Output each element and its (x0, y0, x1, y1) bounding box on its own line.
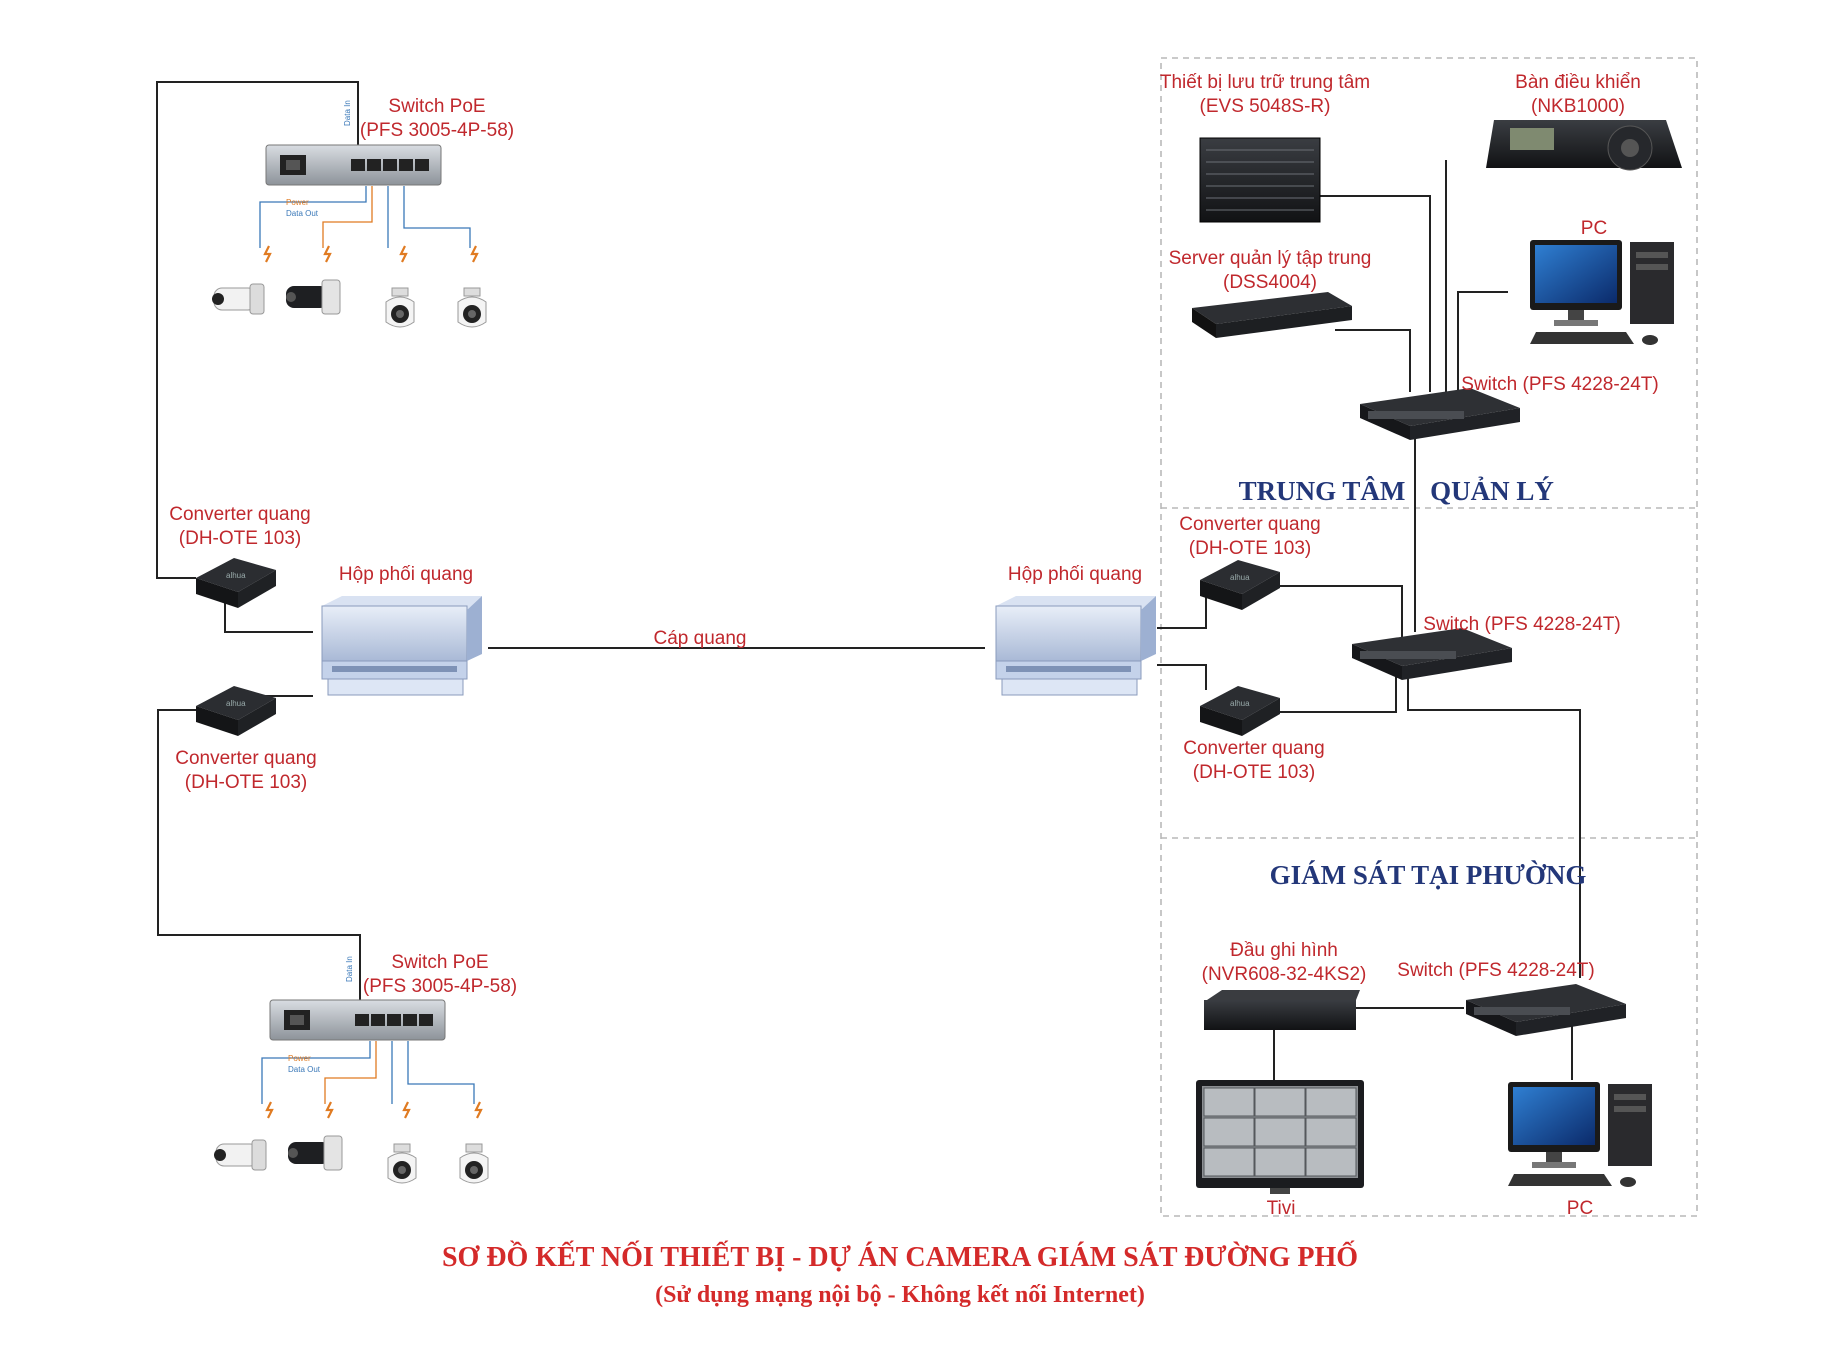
patch-panel-left (321, 595, 483, 696)
patch-panel-left-label: Hộp phối quang (339, 564, 473, 585)
server-model: (DSS4004) (1223, 272, 1317, 293)
lightning-icon (265, 1100, 274, 1120)
lightning-icon (323, 244, 332, 264)
poe-switch-top-model: (PFS 3005-4P-58) (360, 120, 514, 141)
zone-ward-label: GIÁM SÁT TẠI PHƯỜNG (1270, 860, 1587, 890)
data-out-label: Data Out (288, 1065, 321, 1074)
connection-wires (156, 81, 1581, 1082)
lightning-icon (263, 244, 272, 264)
center-switch (1360, 388, 1520, 440)
nvr-recorder (1204, 990, 1360, 1030)
middle-link: Converter quang (DH-OTE 103) Converter q… (1179, 514, 1621, 783)
control-keyboard (1486, 120, 1682, 171)
ptz-camera-icon (459, 1143, 489, 1184)
diagram-title: SƠ ĐỒ KẾT NỐI THIẾT BỊ - DỰ ÁN CAMERA GI… (442, 1241, 1358, 1273)
pc-icon (1508, 1082, 1652, 1187)
zone-center-label: TRUNG TÂM (1239, 476, 1406, 506)
bullet-camera-icon (287, 1135, 343, 1171)
ward-switch (1466, 984, 1626, 1036)
lightning-icon (399, 244, 408, 264)
keyboard-model: (NKB1000) (1531, 96, 1625, 117)
lightning-icon (402, 1100, 411, 1120)
diagram-subtitle: (Sử dụng mạng nội bộ - Không kết nối Int… (655, 1282, 1145, 1308)
converter-top-right-name: Converter quang (1179, 514, 1321, 535)
bullet-camera-icon (211, 283, 265, 315)
converter-top-left (196, 558, 276, 608)
top-poe-site: Data In Power Data Out Switch PoE (PFS 3… (211, 96, 514, 328)
patch-panel-right-label: Hộp phối quang (1008, 564, 1142, 585)
ptz-camera-icon (387, 1143, 417, 1184)
center-switch-label: Switch (PFS 4228-24T) (1461, 374, 1658, 395)
converter-bottom-right-model: (DH-OTE 103) (1193, 762, 1315, 783)
storage-model: (EVS 5048S-R) (1200, 96, 1331, 117)
poe-switch-bottom-model: (PFS 3005-4P-58) (363, 976, 517, 997)
data-in-label: Data In (343, 100, 352, 126)
tv-label: Tivi (1267, 1198, 1296, 1219)
poe-switch-top (265, 144, 442, 186)
middle-switch (1352, 628, 1512, 680)
data-out-label: Data Out (286, 209, 319, 218)
data-in-label: Data In (345, 956, 354, 982)
nvr-model: (NVR608-32-4KS2) (1202, 964, 1367, 985)
lightning-icon (325, 1100, 334, 1120)
bullet-camera-icon (285, 279, 341, 315)
power-label: Power (286, 198, 309, 207)
lightning-icon (474, 1100, 483, 1120)
bullet-camera-icon (213, 1139, 267, 1171)
converter-top-left-model: (DH-OTE 103) (179, 528, 301, 549)
poe-switch-top-name: Switch PoE (388, 96, 485, 117)
center-pc-label: PC (1581, 218, 1607, 239)
converter-top-left-name: Converter quang (169, 504, 311, 525)
converter-bottom-left (196, 686, 276, 736)
patch-panel-right (995, 595, 1157, 696)
ptz-camera-icon (457, 287, 487, 328)
storage-name: Thiết bị lưu trữ trung tâm (1160, 72, 1370, 93)
pc-icon (1530, 240, 1674, 345)
nvr-name: Đầu ghi hình (1230, 940, 1338, 961)
ward-switch-label: Switch (PFS 4228-24T) (1397, 960, 1594, 981)
converter-bottom-left-name: Converter quang (175, 748, 317, 769)
converter-bottom-right (1200, 686, 1280, 736)
power-label: Power (288, 1054, 311, 1063)
converter-top-right-model: (DH-OTE 103) (1189, 538, 1311, 559)
keyboard-name: Bàn điều khiển (1515, 72, 1641, 93)
bottom-poe-site: Data In Power Data Out Switch PoE (PFS 3… (213, 952, 517, 1184)
zone-frames (1160, 57, 1698, 1217)
storage-device (1199, 137, 1321, 223)
ward-monitoring: GIÁM SÁT TẠI PHƯỜNG Đầu ghi hình (NVR608… (1196, 860, 1652, 1219)
middle-switch-label: Switch (PFS 4228-24T) (1423, 614, 1620, 635)
converter-top-right (1200, 560, 1280, 610)
converter-bottom-left-model: (DH-OTE 103) (185, 772, 307, 793)
zone-management-label: QUẢN LÝ (1430, 476, 1554, 506)
ward-pc-label: PC (1567, 1198, 1593, 1219)
lightning-icon (470, 244, 479, 264)
management-center: Thiết bị lưu trữ trung tâm (EVS 5048S-R)… (1160, 72, 1682, 506)
tv-monitor (1196, 1080, 1364, 1194)
fiber-cable-label: Cáp quang (654, 628, 747, 649)
poe-switch-bottom-name: Switch PoE (391, 952, 488, 973)
server-name: Server quản lý tập trung (1169, 248, 1372, 269)
converter-bottom-right-name: Converter quang (1183, 738, 1325, 759)
management-server (1192, 292, 1352, 338)
ptz-camera-icon (385, 287, 415, 328)
poe-switch-bottom (269, 999, 446, 1041)
